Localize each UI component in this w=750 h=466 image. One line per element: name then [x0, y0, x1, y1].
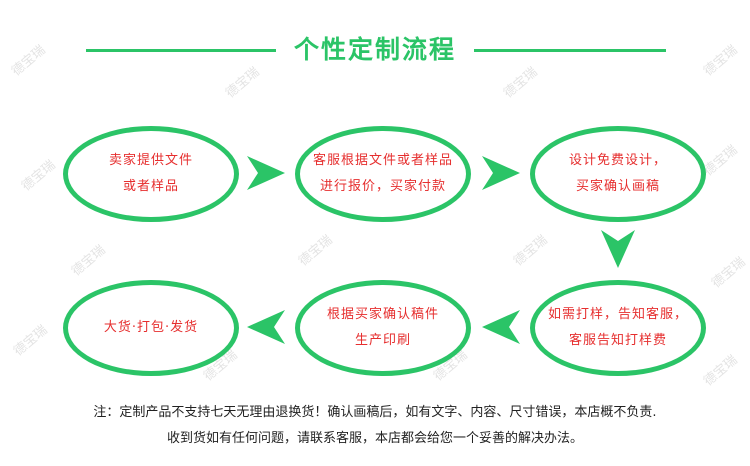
- arrow-left-icon: [482, 310, 520, 344]
- step-4-line-2: 客服告知打样费: [568, 333, 667, 348]
- note-line-2: 收到货如有任何问题，请联系客服，本店都会给您一个妥善的解决办法。: [166, 431, 583, 446]
- step-6-line-1: 大货·打包·发货: [103, 320, 199, 335]
- step-2-node: 客服根据文件或者样品 进行报价，买家付款: [295, 126, 471, 222]
- step-1-line-2: 或者样品: [122, 179, 179, 194]
- step-1-node: 卖家提供文件 或者样品: [63, 126, 239, 222]
- note-line-1: 注：定制产品不支持七天无理由退换货！确认画稿后，如有文字、内容、尺寸错误，本店概…: [93, 405, 657, 420]
- step-4-node: 如需打样，告知客服， 客服告知打样费: [530, 280, 706, 376]
- title-divider-right: [474, 49, 666, 52]
- watermark: 德宝瑞: [9, 42, 49, 80]
- watermark: 德宝瑞: [709, 254, 749, 292]
- step-3-node: 设计免费设计， 买家确认画稿: [530, 126, 706, 222]
- step-5-node: 根据买家确认稿件 生产印刷: [295, 280, 471, 376]
- step-3-line-2: 买家确认画稿: [575, 179, 660, 194]
- step-5-line-1: 根据买家确认稿件: [326, 307, 439, 322]
- watermark: 德宝瑞: [511, 232, 551, 270]
- watermark: 德宝瑞: [701, 352, 741, 390]
- watermark: 德宝瑞: [501, 64, 541, 102]
- step-3-line-1: 设计免费设计，: [568, 153, 667, 168]
- watermark: 德宝瑞: [223, 64, 263, 102]
- arrow-down-icon: [601, 230, 635, 268]
- arrow-left-icon: [247, 310, 285, 344]
- step-4-line-1: 如需打样，告知客服，: [547, 307, 688, 322]
- step-5-line-2: 生产印刷: [354, 333, 411, 348]
- page-title: 个性定制流程: [293, 35, 456, 64]
- watermark: 德宝瑞: [69, 242, 109, 280]
- watermark: 德宝瑞: [296, 232, 336, 270]
- step-1-line-1: 卖家提供文件: [108, 153, 193, 168]
- step-2-line-1: 客服根据文件或者样品: [312, 153, 453, 168]
- title-divider-left: [86, 49, 276, 52]
- watermark: 德宝瑞: [701, 42, 741, 80]
- watermark: 德宝瑞: [11, 322, 51, 360]
- step-6-node: 大货·打包·发货: [63, 280, 239, 376]
- arrow-right-icon: [482, 156, 520, 190]
- watermark: 德宝瑞: [19, 157, 59, 195]
- arrow-right-icon: [247, 156, 285, 190]
- step-2-line-2: 进行报价，买家付款: [319, 179, 446, 194]
